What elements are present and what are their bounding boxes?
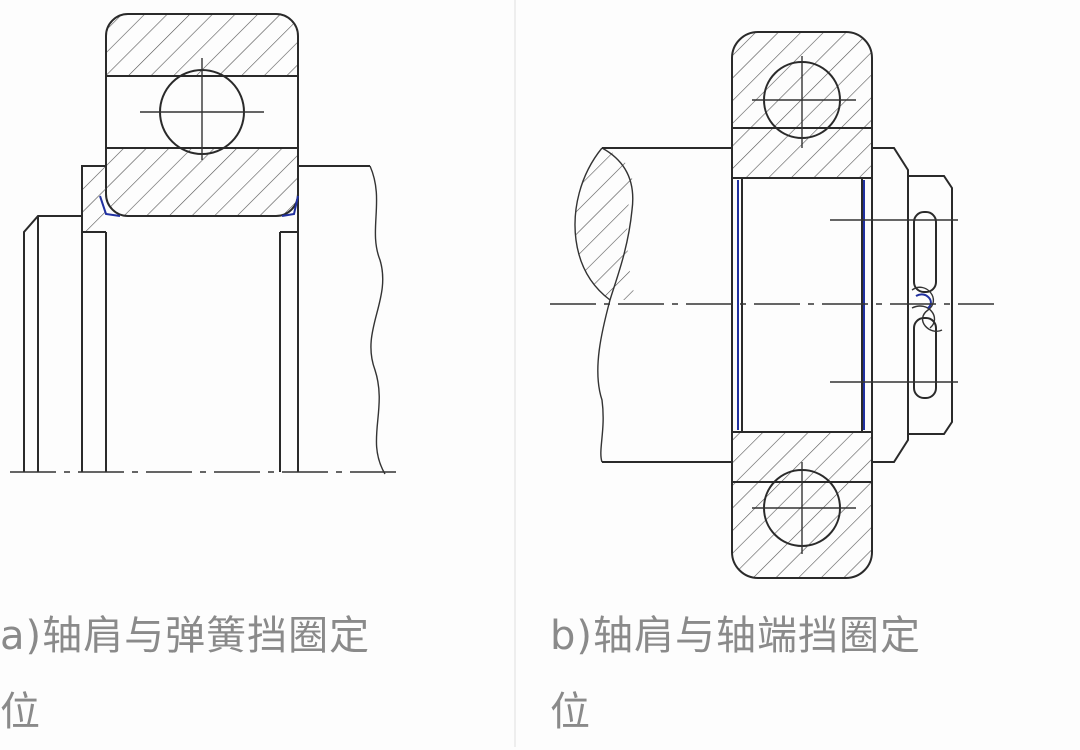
bearing-a xyxy=(105,13,299,217)
journal-b xyxy=(741,177,863,433)
screw-head-top xyxy=(913,211,937,293)
caption-a-line2: 位 xyxy=(0,689,41,735)
caption-b: b)轴肩与轴端挡圈定 位 xyxy=(550,598,1070,750)
figure-a-panel: a)轴肩与弹簧挡圈定 位 xyxy=(0,0,514,747)
caption-a-line1: a)轴肩与弹簧挡圈定 xyxy=(0,613,371,659)
bearing-b xyxy=(731,31,873,579)
bearing-b-outline xyxy=(731,31,873,579)
shaft-b xyxy=(574,147,732,463)
bearing-outline xyxy=(105,13,299,217)
figure-b-drawing xyxy=(550,31,994,579)
end-plate-b xyxy=(830,147,958,463)
caption-a: a)轴肩与弹簧挡圈定 位 xyxy=(0,598,500,750)
panel-divider xyxy=(514,0,516,747)
figure-a-drawing xyxy=(10,13,400,475)
figure-b-panel: b)轴肩与轴端挡圈定 位 xyxy=(516,0,1080,747)
caption-b-line1: b)轴肩与轴端挡圈定 xyxy=(550,613,921,659)
shaft-shoulder-a xyxy=(279,165,386,475)
screw-head-bottom xyxy=(913,317,937,399)
retaining-ring-a xyxy=(23,165,299,472)
caption-b-line2: 位 xyxy=(550,689,591,735)
shaft-section-hatch xyxy=(575,148,636,300)
circlip-hatch xyxy=(82,166,106,232)
